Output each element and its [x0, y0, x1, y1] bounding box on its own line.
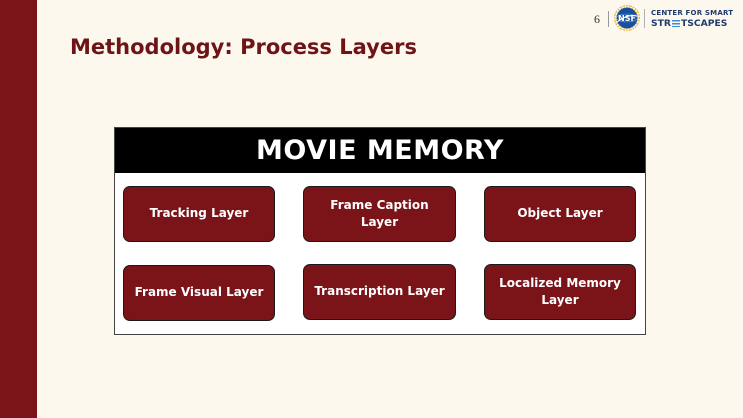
- nsf-sun-ray: [631, 26, 634, 30]
- layer-label: Frame Caption Layer: [330, 197, 429, 229]
- nsf-sun-ray: [635, 11, 639, 14]
- page-number: 6: [594, 12, 600, 26]
- layer-label: Localized Memory Layer: [499, 275, 621, 307]
- nsf-globe: [616, 7, 638, 29]
- nsf-sun-ray: [635, 22, 639, 25]
- movie-memory-diagram: MOVIE MEMORY Tracking Layer Frame Captio…: [114, 127, 646, 335]
- nsf-logo-text: NSF: [618, 14, 636, 23]
- layer-box-transcription: Transcription Layer: [303, 264, 456, 320]
- header-divider: [608, 11, 609, 27]
- layer-box-object: Object Layer: [484, 186, 636, 242]
- layer-box-localized-memory: Localized Memory Layer: [484, 264, 636, 320]
- nsf-sun-ray: [614, 20, 617, 22]
- layer-box-frame-caption: Frame Caption Layer: [303, 186, 456, 242]
- nsf-sun-ray: [629, 28, 631, 31]
- left-accent-bar: [0, 0, 37, 418]
- nsf-sun-ray: [629, 5, 631, 8]
- nsf-sun-ray: [617, 8, 620, 11]
- slide-title: Methodology: Process Layers: [70, 35, 417, 59]
- logo-line-1: CENTER FOR SMART: [651, 9, 734, 17]
- logo-line-2: STR TSCAPES: [651, 19, 739, 28]
- nsf-sun-ray: [637, 20, 640, 22]
- logo-line-2-prefix: STR: [651, 18, 671, 29]
- nsf-sun-ray: [614, 14, 617, 16]
- logo-divider: [644, 9, 645, 28]
- nsf-sun-ray: [617, 25, 620, 28]
- center-for-smart-streetscapes-logo: CENTER FOR SMART STR TSCAPES: [651, 9, 739, 29]
- nsf-sun-ray: [620, 6, 623, 10]
- layer-label: Tracking Layer: [149, 206, 249, 221]
- nsf-sun-ray: [620, 26, 623, 30]
- layer-label: Object Layer: [517, 206, 603, 221]
- nsf-logo-icon: NSF: [614, 5, 640, 31]
- nsf-sun-ray: [631, 6, 634, 10]
- nsf-sun-ray: [634, 25, 637, 28]
- logo-line-2-suffix: TSCAPES: [680, 18, 728, 29]
- layer-label: Frame Visual Layer: [134, 285, 264, 300]
- layer-label: Transcription Layer: [314, 284, 445, 299]
- nsf-sun-ray: [637, 14, 640, 16]
- street-bars-icon: [671, 20, 680, 28]
- nsf-sun-ray: [623, 28, 625, 31]
- movie-memory-header: MOVIE MEMORY: [115, 128, 645, 173]
- layer-box-tracking: Tracking Layer: [123, 186, 275, 242]
- nsf-sunburst: [614, 5, 640, 31]
- nsf-sun-ray: [615, 22, 619, 25]
- nsf-sun-ray: [615, 11, 619, 14]
- layer-box-frame-visual: Frame Visual Layer: [123, 265, 275, 321]
- nsf-sun-ray: [634, 8, 637, 11]
- nsf-sun-ray: [623, 5, 625, 8]
